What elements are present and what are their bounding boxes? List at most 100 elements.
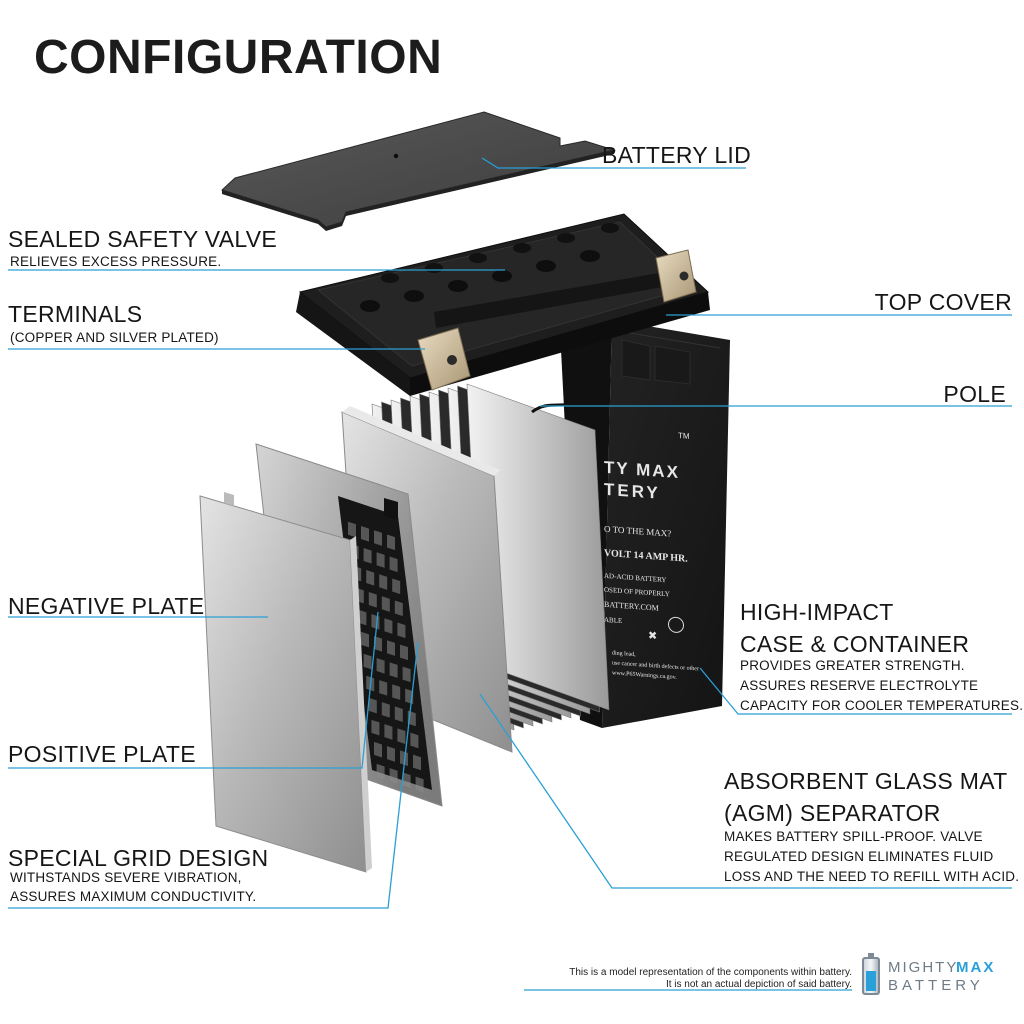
label-case-line-1: HIGH-IMPACT bbox=[740, 599, 894, 625]
terminal-left bbox=[417, 327, 471, 391]
label-agm-desc-3: LOSS AND THE NEED TO REFILL WITH ACID. bbox=[724, 869, 1020, 884]
cell-cap bbox=[513, 243, 531, 253]
top-cover bbox=[296, 213, 710, 396]
grid-cell bbox=[361, 631, 369, 648]
grid-cell bbox=[387, 534, 395, 551]
cell-cap bbox=[601, 223, 619, 233]
battery-brand-1: TY MAX bbox=[604, 457, 680, 483]
label-terminals-desc: (COPPER AND SILVER PLATED) bbox=[10, 330, 219, 345]
grid-cell bbox=[381, 596, 390, 612]
label-special-grid-design: SPECIAL GRID DESIGN bbox=[8, 845, 269, 871]
cell-cap bbox=[448, 280, 468, 292]
cell-cap bbox=[580, 250, 600, 262]
battery-warn-3: www.P65Warnings.ca.gov. bbox=[612, 670, 677, 681]
terminal-right bbox=[655, 249, 697, 303]
grid-cell bbox=[361, 525, 369, 542]
logo-word-max: MAX bbox=[956, 959, 996, 976]
recycle-icon bbox=[668, 616, 684, 634]
battery-line-5: BATTERY.COM bbox=[604, 599, 659, 613]
grid-cell bbox=[379, 574, 388, 590]
label-agm-line-1: ABSORBENT GLASS MAT bbox=[724, 768, 1008, 794]
grid-cell bbox=[381, 702, 390, 718]
grid-cell bbox=[376, 658, 385, 674]
cell-cap bbox=[360, 300, 380, 312]
cell-cap bbox=[492, 270, 512, 282]
label-special-grid-design-desc-2: ASSURES MAXIMUM CONDUCTIVITY. bbox=[10, 889, 257, 904]
label-case-desc-1: PROVIDES GREATER STRENGTH. bbox=[740, 658, 965, 673]
grid-cell bbox=[400, 644, 408, 661]
battery-line-2: VOLT 14 AMP HR. bbox=[604, 547, 688, 565]
leader-line bbox=[481, 157, 746, 169]
grid-cell bbox=[415, 776, 424, 793]
negative-plate-shape bbox=[199, 492, 372, 873]
logo-word-battery: BATTERY bbox=[888, 977, 984, 994]
battery-line-3: AD-ACID BATTERY bbox=[604, 571, 667, 585]
bin-icon: ✖ bbox=[648, 628, 658, 643]
grid-cell bbox=[394, 706, 403, 722]
label-sealed-safety-valve-desc: RELIEVES EXCESS PRESSURE. bbox=[10, 254, 222, 269]
cell-cap bbox=[425, 263, 443, 273]
grid-cell bbox=[368, 697, 377, 714]
battery-line-4: OSED OF PROPERLY bbox=[604, 585, 670, 599]
battery-lid bbox=[221, 111, 616, 231]
grid-cell bbox=[389, 556, 398, 573]
grid-cell bbox=[384, 724, 393, 740]
logo-word-mighty: MIGHTY bbox=[888, 959, 959, 976]
grid-cell bbox=[392, 684, 401, 700]
battery-line-1: O TO THE MAX? bbox=[604, 523, 672, 539]
cell-cap bbox=[381, 273, 399, 283]
label-case-desc-2: ASSURES RESERVE ELECTROLYTE bbox=[740, 678, 979, 693]
leader-line bbox=[8, 611, 379, 769]
grid-cell bbox=[384, 618, 393, 634]
label-positive-plate: POSITIVE PLATE bbox=[8, 741, 196, 767]
battery-warn-1: ding lead, bbox=[612, 650, 636, 659]
grid-cell bbox=[389, 768, 398, 784]
disclaimer-line-2: It is not an actual depiction of said ba… bbox=[665, 979, 852, 990]
label-top-cover: TOP COVER bbox=[874, 289, 1012, 315]
label-pole: POLE bbox=[943, 381, 1006, 407]
page-title: CONFIGURATION bbox=[34, 31, 443, 84]
grid-mesh bbox=[348, 521, 424, 793]
cover-cells bbox=[360, 223, 619, 312]
disclaimer-line-1: This is a model representation of the co… bbox=[569, 967, 852, 978]
grid-cell bbox=[402, 772, 411, 788]
grid-cell bbox=[376, 552, 385, 568]
label-agm-desc-2: REGULATED DESIGN ELIMINATES FLUID bbox=[724, 849, 994, 864]
cell-cap bbox=[557, 233, 575, 243]
label-case-line-2: CASE & CONTAINER bbox=[740, 631, 970, 657]
label-battery-lid: BATTERY LID bbox=[602, 142, 752, 168]
grid-cell bbox=[363, 547, 372, 564]
battery-brand-2: TERY bbox=[604, 479, 661, 503]
grid-cell bbox=[387, 640, 395, 656]
grid-cell bbox=[397, 622, 406, 639]
grid-cell bbox=[389, 662, 398, 678]
grid-cell bbox=[394, 600, 403, 617]
grid-cell bbox=[402, 666, 411, 683]
grid-cell bbox=[400, 750, 408, 766]
cell-cap bbox=[404, 290, 424, 302]
label-case-desc-3: CAPACITY FOR COOLER TEMPERATURES. bbox=[740, 698, 1024, 713]
grid-cell bbox=[374, 636, 382, 652]
grid-cell bbox=[387, 746, 395, 762]
leader-line bbox=[699, 667, 1012, 715]
battery-line-6: ABLE bbox=[604, 615, 623, 626]
leader-lines bbox=[8, 157, 1012, 991]
grid-cell bbox=[379, 680, 388, 696]
battery-logo-icon bbox=[862, 953, 880, 995]
grid-cell bbox=[366, 570, 375, 586]
grid-cell bbox=[371, 719, 380, 736]
grid-cell bbox=[392, 578, 401, 595]
grid-cell bbox=[368, 592, 377, 608]
grid-cell bbox=[363, 653, 372, 670]
grid-cell bbox=[358, 609, 367, 626]
grid-cell bbox=[348, 521, 356, 538]
label-negative-plate: NEGATIVE PLATE bbox=[8, 593, 205, 619]
grid-cell bbox=[374, 741, 382, 758]
label-special-grid-design-desc-1: WITHSTANDS SEVERE VIBRATION, bbox=[10, 870, 242, 885]
grid-cell bbox=[410, 732, 419, 749]
grid-cell bbox=[376, 763, 385, 780]
grid-cell bbox=[397, 728, 406, 744]
grid-cell bbox=[374, 530, 382, 546]
